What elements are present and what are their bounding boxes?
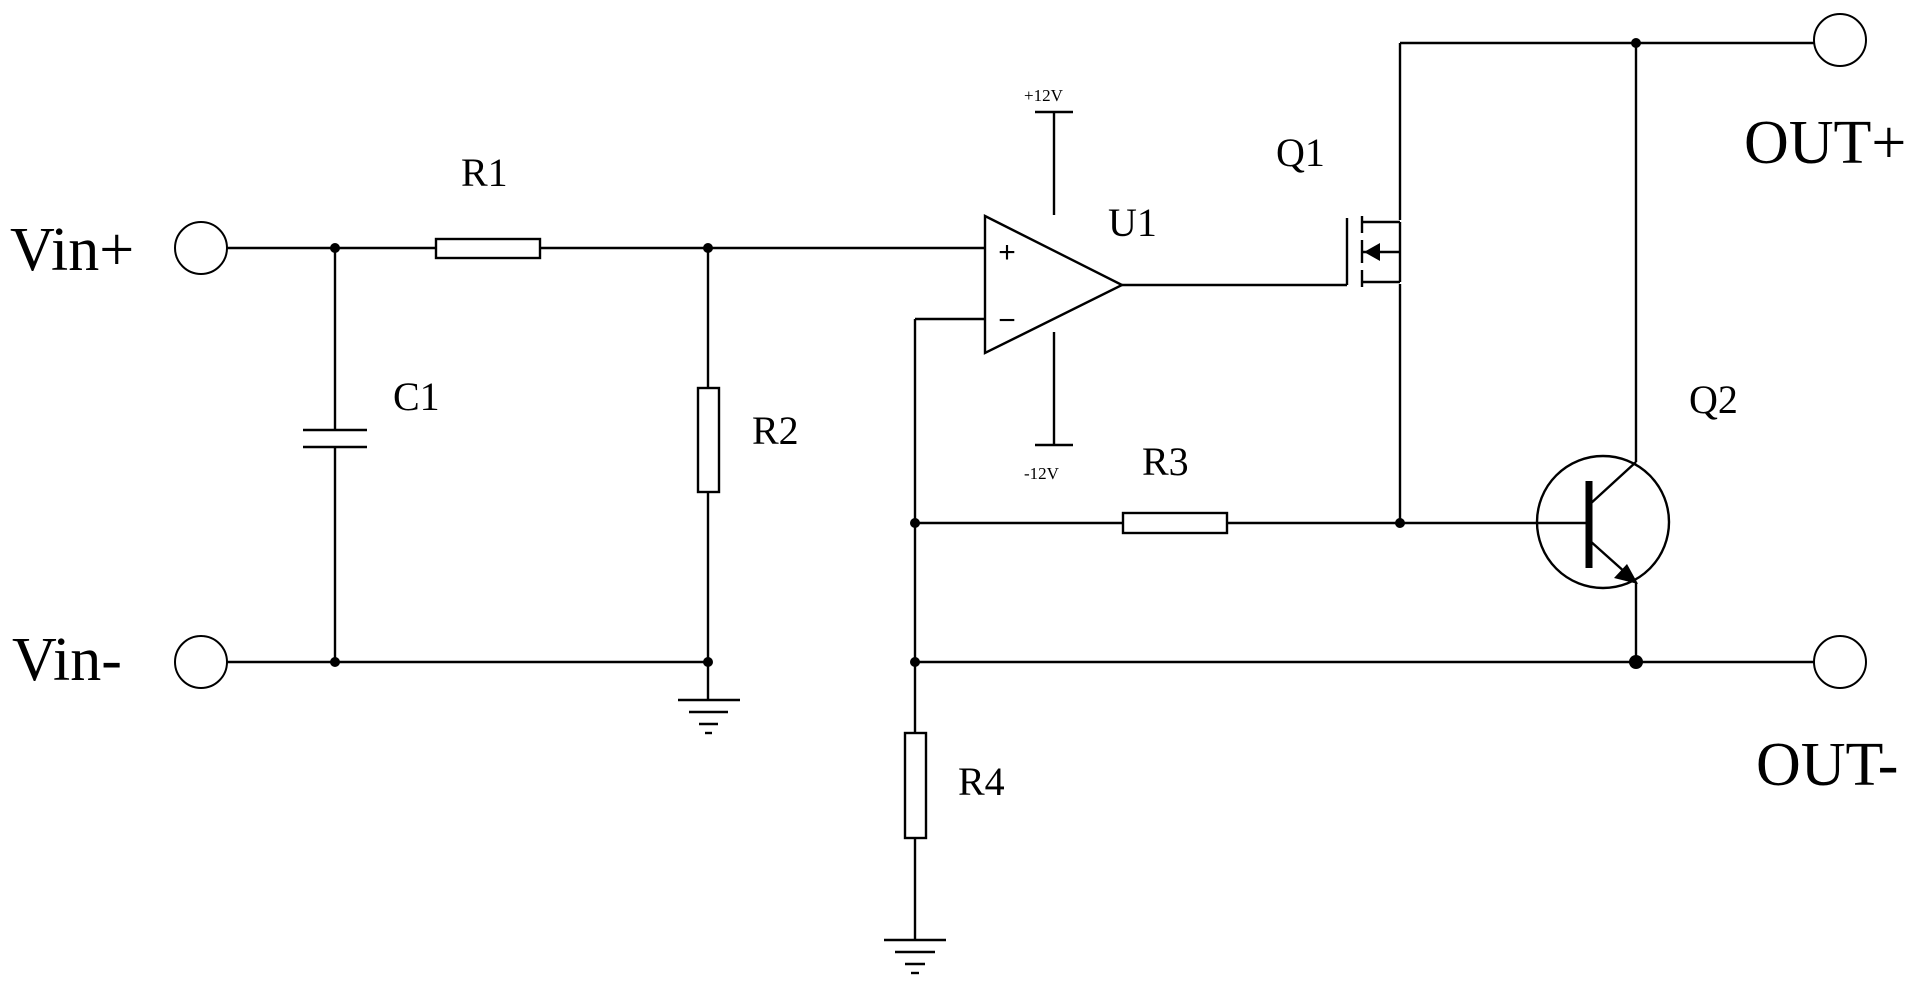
junction-dot <box>1631 38 1641 48</box>
terminal-vin-plus <box>174 221 228 275</box>
label-vin-plus: Vin+ <box>10 216 134 284</box>
label-supply-negative: -12V <box>1024 464 1060 483</box>
opamp-plus-sign: + <box>998 236 1016 269</box>
junction-dot <box>910 657 920 667</box>
junction-dot <box>1629 655 1643 669</box>
label-out-plus: OUT+ <box>1744 109 1906 177</box>
label-u1: U1 <box>1108 200 1157 245</box>
label-q1: Q1 <box>1276 130 1325 175</box>
terminal-out-minus <box>1813 635 1867 689</box>
mosfet-q1 <box>1345 216 1402 287</box>
terminals <box>174 13 1867 689</box>
resistor-r2 <box>696 386 721 494</box>
opamp-minus-sign: − <box>998 304 1016 337</box>
label-r2: R2 <box>752 408 799 453</box>
junction-dot <box>910 518 920 528</box>
label-q2: Q2 <box>1689 377 1738 422</box>
label-out-minus: OUT- <box>1756 731 1898 799</box>
ground-icon <box>884 938 946 975</box>
resistor-r4 <box>903 731 928 840</box>
bjt-q2 <box>1534 454 1671 590</box>
label-vin-minus: Vin- <box>12 626 122 694</box>
label-r3: R3 <box>1142 439 1189 484</box>
junctions <box>330 38 1643 669</box>
ground-icon <box>678 698 740 735</box>
wires <box>227 41 1814 940</box>
junction-dot <box>330 657 340 667</box>
terminal-vin-minus <box>174 635 228 689</box>
resistor-r3 <box>1121 511 1229 535</box>
opamp-u1 <box>983 214 1125 355</box>
label-c1: C1 <box>393 374 440 419</box>
resistor-r1 <box>434 237 542 260</box>
terminal-out-plus <box>1813 13 1867 67</box>
junction-dot <box>1395 518 1405 528</box>
junction-dot <box>703 657 713 667</box>
label-supply-positive: +12V <box>1024 86 1064 105</box>
label-r1: R1 <box>461 150 508 195</box>
junction-dot <box>703 243 713 253</box>
label-r4: R4 <box>958 759 1005 804</box>
junction-dot <box>330 243 340 253</box>
capacitor-c1 <box>303 428 367 449</box>
